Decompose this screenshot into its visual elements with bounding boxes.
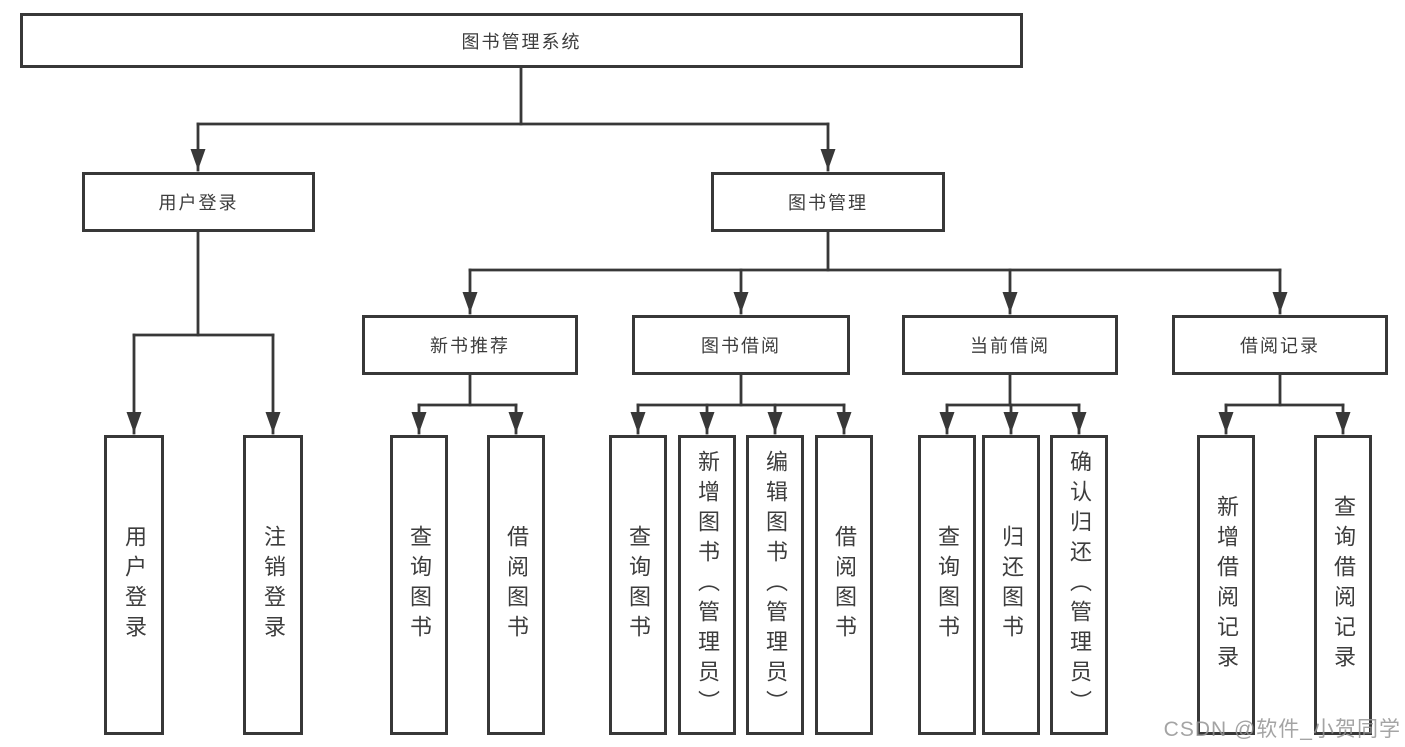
leaf-add-books-admin: 新增图书（管理员） <box>678 435 736 735</box>
leaf-logout: 注销登录 <box>243 435 303 735</box>
node-current-borrow: 当前借阅 <box>902 315 1118 375</box>
node-root: 图书管理系统 <box>20 13 1023 68</box>
leaf-query-borrow-record-label: 查询借阅记录 <box>1331 495 1356 675</box>
leaf-query-books-1-label: 查询图书 <box>407 525 432 645</box>
leaf-confirm-return-admin-label: 确认归还（管理员） <box>1067 450 1092 720</box>
leaf-query-books-1: 查询图书 <box>390 435 448 735</box>
leaf-edit-books-admin: 编辑图书（管理员） <box>746 435 804 735</box>
node-current-borrow-label: 当前借阅 <box>970 336 1050 356</box>
node-root-label: 图书管理系统 <box>461 31 582 52</box>
leaf-logout-label: 注销登录 <box>261 525 286 645</box>
leaf-add-borrow-record: 新增借阅记录 <box>1197 435 1255 735</box>
leaf-query-books-3: 查询图书 <box>918 435 976 735</box>
leaf-borrow-books-2: 借阅图书 <box>815 435 873 735</box>
leaf-return-books: 归还图书 <box>982 435 1040 735</box>
leaf-add-books-admin-label: 新增图书（管理员） <box>695 450 720 720</box>
leaf-edit-books-admin-label: 编辑图书（管理员） <box>763 450 788 720</box>
node-book-borrow-label: 图书借阅 <box>701 336 781 356</box>
leaf-borrow-books-1: 借阅图书 <box>487 435 545 735</box>
leaf-borrow-books-2-label: 借阅图书 <box>832 525 857 645</box>
leaf-borrow-books-1-label: 借阅图书 <box>504 525 529 645</box>
node-book-management: 图书管理 <box>711 172 945 232</box>
node-user-login-label: 用户登录 <box>158 193 239 213</box>
leaf-query-books-2: 查询图书 <box>609 435 667 735</box>
leaf-query-books-3-label: 查询图书 <box>935 525 960 645</box>
node-borrow-records-label: 借阅记录 <box>1240 336 1320 356</box>
leaf-user-login: 用户登录 <box>104 435 164 735</box>
leaf-return-books-label: 归还图书 <box>999 525 1024 645</box>
csdn-watermark: CSDN @软件_小贺同学 <box>1163 718 1401 741</box>
leaf-user-login-label: 用户登录 <box>122 525 147 645</box>
leaf-query-borrow-record: 查询借阅记录 <box>1314 435 1372 735</box>
node-new-book-recommend: 新书推荐 <box>362 315 578 375</box>
node-book-management-label: 图书管理 <box>788 193 868 213</box>
leaf-query-books-2-label: 查询图书 <box>626 525 651 645</box>
node-borrow-records: 借阅记录 <box>1172 315 1388 375</box>
leaf-confirm-return-admin: 确认归还（管理员） <box>1050 435 1108 735</box>
node-user-login: 用户登录 <box>82 172 315 232</box>
node-book-borrow: 图书借阅 <box>632 315 850 375</box>
leaf-add-borrow-record-label: 新增借阅记录 <box>1214 495 1239 675</box>
node-new-book-recommend-label: 新书推荐 <box>430 336 510 356</box>
